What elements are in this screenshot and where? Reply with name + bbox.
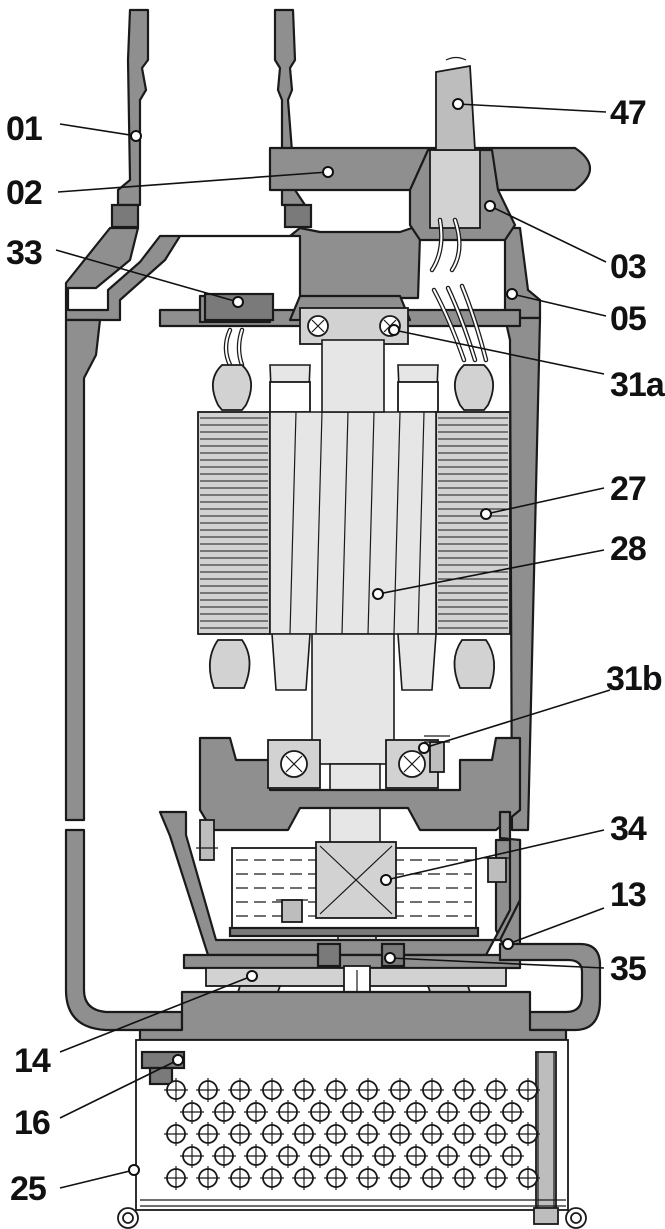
dot-33 xyxy=(232,296,244,308)
winding-heads-upper xyxy=(212,364,494,413)
dot-34 xyxy=(380,874,392,886)
leader-35 xyxy=(389,957,605,969)
leader-03 xyxy=(489,205,607,263)
label-27: 27 xyxy=(610,470,646,508)
label-02: 02 xyxy=(6,174,42,212)
discharge-pipe xyxy=(110,8,313,229)
dot-47 xyxy=(452,98,464,110)
leader-01 xyxy=(59,123,137,137)
leader-31a xyxy=(393,329,605,375)
leader-13 xyxy=(507,907,605,945)
strainer xyxy=(117,1039,587,1229)
dot-05 xyxy=(506,288,518,300)
label-28: 28 xyxy=(610,530,646,568)
leader-27 xyxy=(485,487,605,515)
label-03: 03 xyxy=(610,248,646,286)
label-16: 16 xyxy=(14,1104,50,1142)
dot-31a xyxy=(388,324,400,336)
label-34: 34 xyxy=(610,810,647,848)
dot-31b xyxy=(418,742,430,754)
strainer-holes xyxy=(164,1078,540,1190)
dot-16 xyxy=(172,1054,184,1066)
dot-25 xyxy=(128,1164,140,1176)
dot-03 xyxy=(484,200,496,212)
label-33: 33 xyxy=(6,234,42,272)
label-31b: 31b xyxy=(606,660,662,698)
label-05: 05 xyxy=(610,300,646,338)
dot-28 xyxy=(372,588,384,600)
cable-wires xyxy=(223,217,489,368)
dot-02 xyxy=(322,166,334,178)
dot-27 xyxy=(480,508,492,520)
leader-31b xyxy=(423,689,611,749)
label-13: 13 xyxy=(610,876,646,914)
leader-28 xyxy=(377,549,605,595)
leader-25 xyxy=(59,1169,135,1189)
leader-47 xyxy=(457,103,607,113)
callout-labels: 01 02 33 14 16 25 47 03 05 31a 27 28 31b… xyxy=(6,94,665,1208)
label-01: 01 xyxy=(6,110,42,148)
dot-01 xyxy=(130,130,142,142)
pump-casing xyxy=(182,942,602,1032)
label-14: 14 xyxy=(14,1042,51,1080)
leader-05 xyxy=(511,293,607,317)
leader-16 xyxy=(59,1059,179,1119)
leader-lines xyxy=(55,103,611,1189)
callout-dots xyxy=(128,98,518,1176)
rotor xyxy=(269,411,437,635)
suction-plate xyxy=(138,990,568,1042)
label-35: 35 xyxy=(610,950,646,988)
dot-13 xyxy=(502,938,514,950)
stator-laminations xyxy=(200,417,508,629)
cable-gland xyxy=(408,148,517,242)
leader-33 xyxy=(55,249,239,303)
label-31a: 31a xyxy=(610,366,665,404)
leader-34 xyxy=(385,829,605,881)
dot-35 xyxy=(384,952,396,964)
winding-heads-lower xyxy=(208,633,496,691)
leader-14 xyxy=(59,975,253,1053)
leader-02 xyxy=(57,171,329,193)
label-47: 47 xyxy=(610,94,646,132)
dot-14 xyxy=(246,970,258,982)
label-25: 25 xyxy=(10,1170,46,1208)
